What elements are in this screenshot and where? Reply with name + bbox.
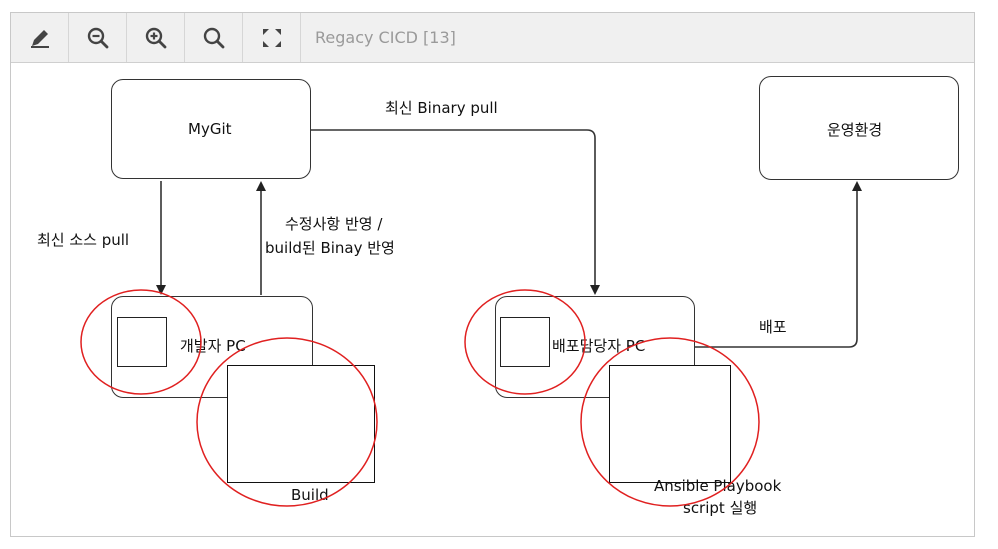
deploy-label: 배포 — [759, 318, 787, 336]
dev-pc-small-box — [117, 317, 167, 367]
ansible-label-line2: script 실행 — [683, 499, 758, 517]
annotation-circle-build — [196, 337, 378, 507]
search-icon — [203, 27, 224, 48]
diagram-viewer: Regacy CICD [13] MyGit 운영환경 — [10, 12, 975, 537]
zoom-out-button[interactable] — [69, 13, 127, 62]
build-label: Build — [291, 486, 329, 504]
ansible-label-line1: Ansible Playbook — [654, 477, 782, 495]
edge-binary-pull — [311, 129, 600, 295]
diagram-title: Regacy CICD [13] — [315, 28, 456, 47]
build-box[interactable] — [227, 365, 375, 483]
apply-label-line1: 수정사항 반영 / — [285, 215, 383, 233]
zoom-in-button[interactable] — [127, 13, 185, 62]
annotation-layer — [80, 289, 760, 507]
diagram-canvas: MyGit 운영환경 개발자 PC 배포담당자 PC Build Ansible… — [11, 63, 974, 536]
zoom-in-icon — [145, 27, 166, 48]
edge-deploy — [695, 181, 862, 348]
edit-button[interactable] — [11, 13, 69, 62]
production-node[interactable]: 운영환경 — [759, 76, 959, 180]
source-pull-label: 최신 소스 pull — [37, 231, 130, 249]
annotation-circle-deploy-small — [464, 289, 586, 395]
binary-pull-label: 최신 Binary pull — [385, 99, 498, 117]
ansible-box[interactable] — [609, 365, 731, 483]
zoom-out-icon — [87, 27, 108, 48]
production-label: 운영환경 — [827, 121, 883, 139]
connectors — [156, 129, 862, 348]
mygit-node[interactable]: MyGit — [111, 79, 311, 179]
toolbar: Regacy CICD [13] — [11, 13, 974, 63]
search-button[interactable] — [185, 13, 243, 62]
fullscreen-icon — [262, 28, 281, 47]
mygit-label: MyGit — [188, 120, 232, 138]
dev-pc-label: 개발자 PC — [180, 337, 246, 355]
fullscreen-button[interactable] — [243, 13, 301, 62]
apply-label-line2: build된 Binay 반영 — [265, 239, 395, 257]
deploy-pc-small-box — [500, 317, 550, 367]
pencil-icon — [30, 29, 49, 48]
annotation-circle-ansible — [580, 337, 760, 507]
annotation-circle-dev-small — [80, 289, 202, 395]
